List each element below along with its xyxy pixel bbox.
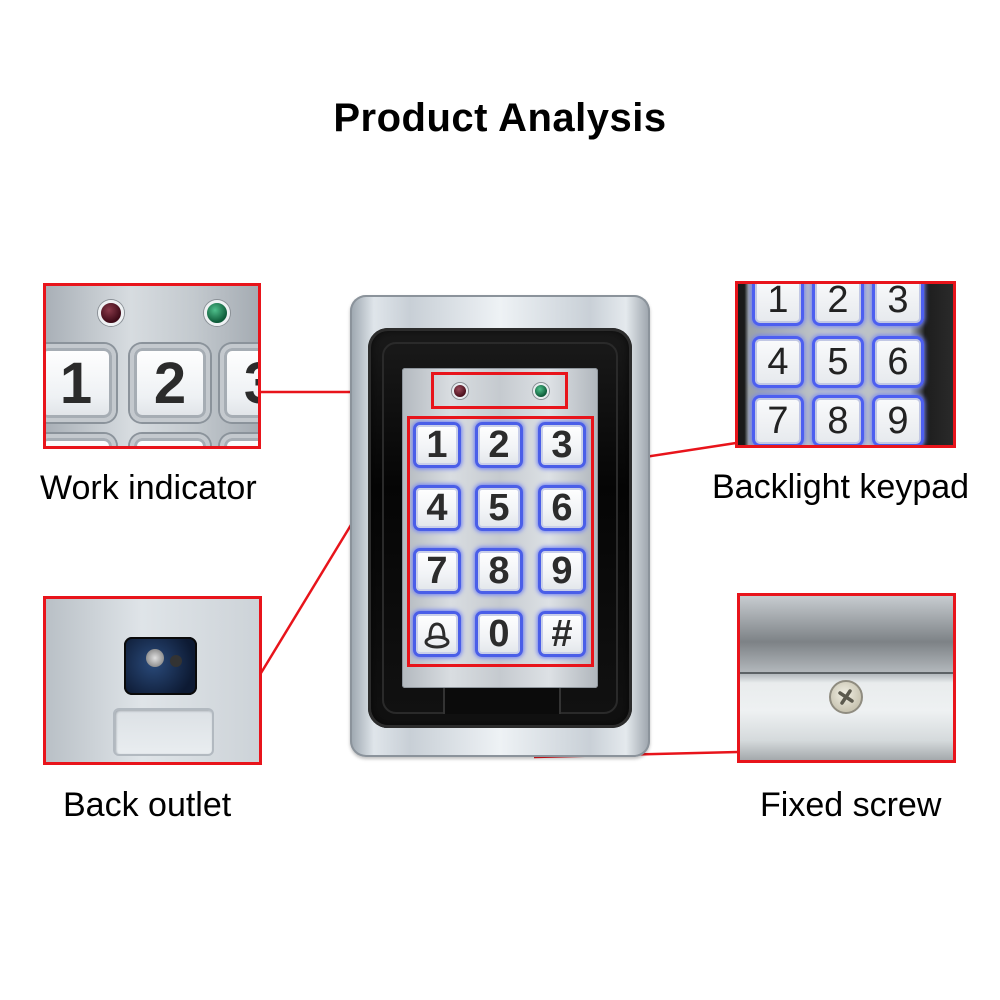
closeup-key-partial	[46, 434, 116, 446]
key-label: 3	[551, 424, 573, 466]
closeup-key-3: 3	[220, 344, 258, 422]
key-3[interactable]: 3	[538, 422, 586, 468]
closeup-key-partial	[220, 434, 258, 446]
bell-icon	[424, 622, 450, 649]
key-label: 8	[488, 550, 510, 592]
closeup-key-1: 1	[752, 281, 804, 326]
key-label: 8	[827, 399, 849, 442]
key-label: 6	[551, 487, 573, 529]
key-0[interactable]: 0	[475, 611, 523, 657]
closeup-key-2: 2	[130, 344, 210, 422]
circuit-board-opening	[124, 637, 197, 695]
key-label: 1	[426, 424, 448, 466]
back-outlet-label: Back outlet	[63, 786, 232, 824]
key-label: 9	[551, 550, 573, 592]
key-bell[interactable]	[413, 611, 461, 657]
closeup-key-6: 6	[872, 336, 924, 388]
key-label: 7	[767, 399, 789, 442]
green-led-indicator	[533, 383, 549, 399]
work-indicator-label: Work indicator	[40, 469, 257, 507]
key-label: 3	[887, 281, 909, 321]
key-label: 6	[887, 340, 909, 383]
closeup-key-2: 2	[812, 281, 864, 326]
closeup-key-5: 5	[812, 336, 864, 388]
closeup-key-partial	[130, 434, 210, 446]
key-8[interactable]: 8	[475, 548, 523, 594]
page-title: Product Analysis	[333, 96, 667, 140]
key-label: 5	[827, 340, 849, 383]
key-label: 1	[767, 281, 789, 321]
seam-line	[740, 672, 953, 674]
green-led-closeup	[204, 300, 230, 326]
capacitor	[146, 649, 164, 667]
backlight-keypad-highlight	[407, 416, 594, 667]
key-label: 5	[488, 487, 510, 529]
closeup-key-1: 1	[46, 344, 116, 422]
key-label: 1	[59, 350, 93, 416]
key-hash[interactable]: #	[538, 611, 586, 657]
component	[170, 655, 182, 667]
key-label: 2	[488, 424, 510, 466]
key-label: 4	[426, 487, 448, 529]
backlight-keypad-label: Backlight keypad	[712, 468, 970, 506]
screw-icon	[829, 680, 863, 714]
closeup-key-9: 9	[872, 395, 924, 445]
key-label: 3	[244, 350, 258, 417]
fixed-screw-label: Fixed screw	[760, 786, 942, 824]
work-indicator-detail-panel: 1 2 3	[43, 283, 261, 449]
key-label: 9	[887, 399, 909, 442]
closeup-key-8: 8	[812, 395, 864, 445]
work-indicator-highlight	[431, 372, 568, 409]
key-label: 2	[153, 350, 187, 416]
key-1[interactable]: 1	[413, 422, 461, 468]
key-7[interactable]: 7	[413, 548, 461, 594]
key-label: 7	[426, 550, 448, 592]
key-6[interactable]: 6	[538, 485, 586, 531]
phillips-cross-icon	[838, 689, 854, 705]
key-label: 4	[767, 340, 789, 383]
red-led-indicator	[452, 383, 468, 399]
key-label: 2	[827, 281, 849, 321]
bezel-slot	[443, 684, 561, 714]
key-5[interactable]: 5	[475, 485, 523, 531]
key-label: 0	[488, 613, 510, 655]
key-2[interactable]: 2	[475, 422, 523, 468]
cable-cover	[113, 708, 214, 756]
fixed-screw-detail-panel	[737, 593, 956, 763]
closeup-key-7: 7	[752, 395, 804, 445]
closeup-key-4: 4	[752, 336, 804, 388]
backlight-keypad-detail-panel: 1 2 3 4 5 6 7 8 9	[735, 281, 956, 448]
key-9[interactable]: 9	[538, 548, 586, 594]
key-label: #	[551, 613, 573, 655]
red-led-closeup	[98, 300, 124, 326]
back-outlet-detail-panel	[43, 596, 262, 765]
key-4[interactable]: 4	[413, 485, 461, 531]
line-back-outlet	[259, 519, 356, 674]
closeup-key-3: 3	[872, 281, 924, 326]
